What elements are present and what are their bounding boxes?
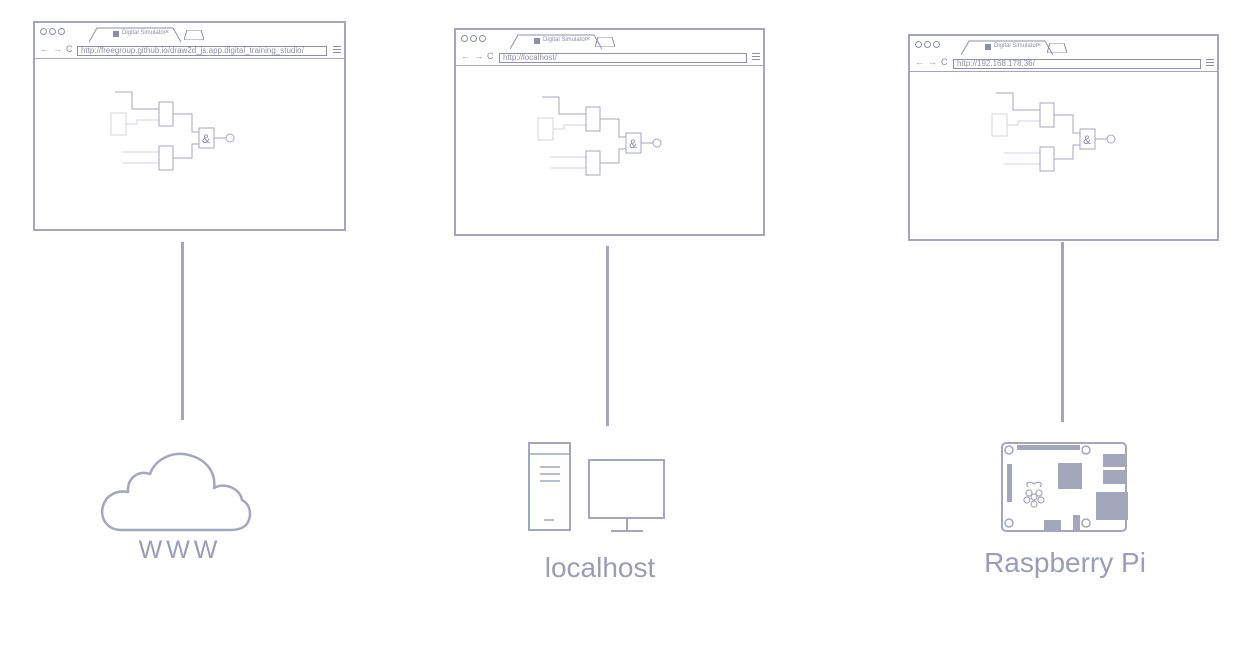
tab-shape: [89, 27, 181, 42]
tab-title: Digital Simulator: [122, 30, 166, 36]
new-tab-icon[interactable]: [1047, 43, 1067, 53]
tab-shape: [510, 34, 602, 49]
window-maximize-dot[interactable]: [933, 41, 940, 48]
and-gate-label: &: [1083, 133, 1091, 147]
tab-title: Digital Simulator: [543, 37, 587, 43]
address-bar[interactable]: http://192.168.178.36/: [953, 59, 1201, 69]
host-label-raspberry-pi: Raspberry Pi: [984, 547, 1146, 578]
back-arrow-icon[interactable]: ←: [461, 51, 470, 61]
cloud-icon: [101, 452, 252, 532]
favicon-icon: [534, 38, 540, 44]
back-arrow-icon[interactable]: ←: [40, 44, 49, 54]
hamburger-menu-icon[interactable]: [333, 46, 341, 54]
connector-line-www: [181, 242, 184, 420]
window-minimize-dot[interactable]: [924, 41, 931, 48]
favicon-icon: [113, 31, 119, 37]
browser-tab[interactable]: Digital Simulator ×: [510, 34, 602, 49]
reload-icon[interactable]: C: [941, 57, 948, 67]
new-tab-icon[interactable]: [595, 37, 615, 47]
tab-title: Digital Simulator: [994, 43, 1038, 49]
forward-arrow-icon[interactable]: →: [474, 51, 483, 61]
logic-circuit: &: [110, 91, 235, 171]
reload-icon[interactable]: C: [66, 44, 73, 54]
window-close-dot[interactable]: [40, 28, 47, 35]
browser-navbar: ← → C http://localhost/: [456, 50, 763, 66]
hamburger-menu-icon[interactable]: [1206, 59, 1214, 67]
browser-titlebar: Digital Simulator ×: [35, 23, 344, 43]
browser-window-www: Digital Simulator × ← → C http://freegro…: [33, 21, 346, 231]
connector-line-localhost: [606, 246, 609, 426]
window-close-dot[interactable]: [461, 35, 468, 42]
and-gate-label: &: [629, 137, 637, 151]
forward-arrow-icon[interactable]: →: [53, 44, 62, 54]
window-close-dot[interactable]: [915, 41, 922, 48]
logic-circuit: &: [537, 96, 662, 176]
and-gate-label: &: [202, 132, 210, 146]
browser-titlebar: Digital Simulator ×: [910, 36, 1217, 56]
window-minimize-dot[interactable]: [49, 28, 56, 35]
connector-line-raspberry-pi: [1061, 242, 1064, 422]
browser-tab[interactable]: Digital Simulator ×: [89, 27, 181, 42]
raspberry-pi-board-icon: [1001, 442, 1128, 532]
browser-navbar: ← → C http://freegroup.github.io/draw2d_…: [35, 43, 344, 59]
browser-navbar: ← → C http://192.168.178.36/: [910, 56, 1217, 72]
desktop-computer-icon: [528, 442, 665, 532]
address-bar[interactable]: http://localhost/: [499, 53, 747, 63]
back-arrow-icon[interactable]: ←: [915, 57, 924, 67]
tab-close-icon[interactable]: ×: [165, 29, 170, 36]
address-bar[interactable]: http://freegroup.github.io/draw2d_js.app…: [77, 46, 327, 56]
window-maximize-dot[interactable]: [479, 35, 486, 42]
window-maximize-dot[interactable]: [58, 28, 65, 35]
tab-close-icon[interactable]: ×: [586, 36, 591, 43]
hamburger-menu-icon[interactable]: [752, 53, 760, 61]
host-label-localhost: localhost: [544, 552, 656, 583]
host-label-www: WWW: [138, 536, 222, 564]
browser-window-localhost: Digital Simulator × ← → C http://localho…: [454, 28, 765, 236]
browser-window-raspberry-pi: Digital Simulator × ← → C http://192.168…: [908, 34, 1219, 241]
window-minimize-dot[interactable]: [470, 35, 477, 42]
browser-titlebar: Digital Simulator ×: [456, 30, 763, 50]
tab-close-icon[interactable]: ×: [1037, 42, 1042, 49]
forward-arrow-icon[interactable]: →: [928, 57, 937, 67]
logic-circuit: &: [991, 92, 1116, 172]
favicon-icon: [985, 44, 991, 50]
new-tab-icon[interactable]: [184, 30, 204, 40]
browser-tab[interactable]: Digital Simulator ×: [961, 40, 1053, 55]
reload-icon[interactable]: C: [487, 51, 494, 61]
